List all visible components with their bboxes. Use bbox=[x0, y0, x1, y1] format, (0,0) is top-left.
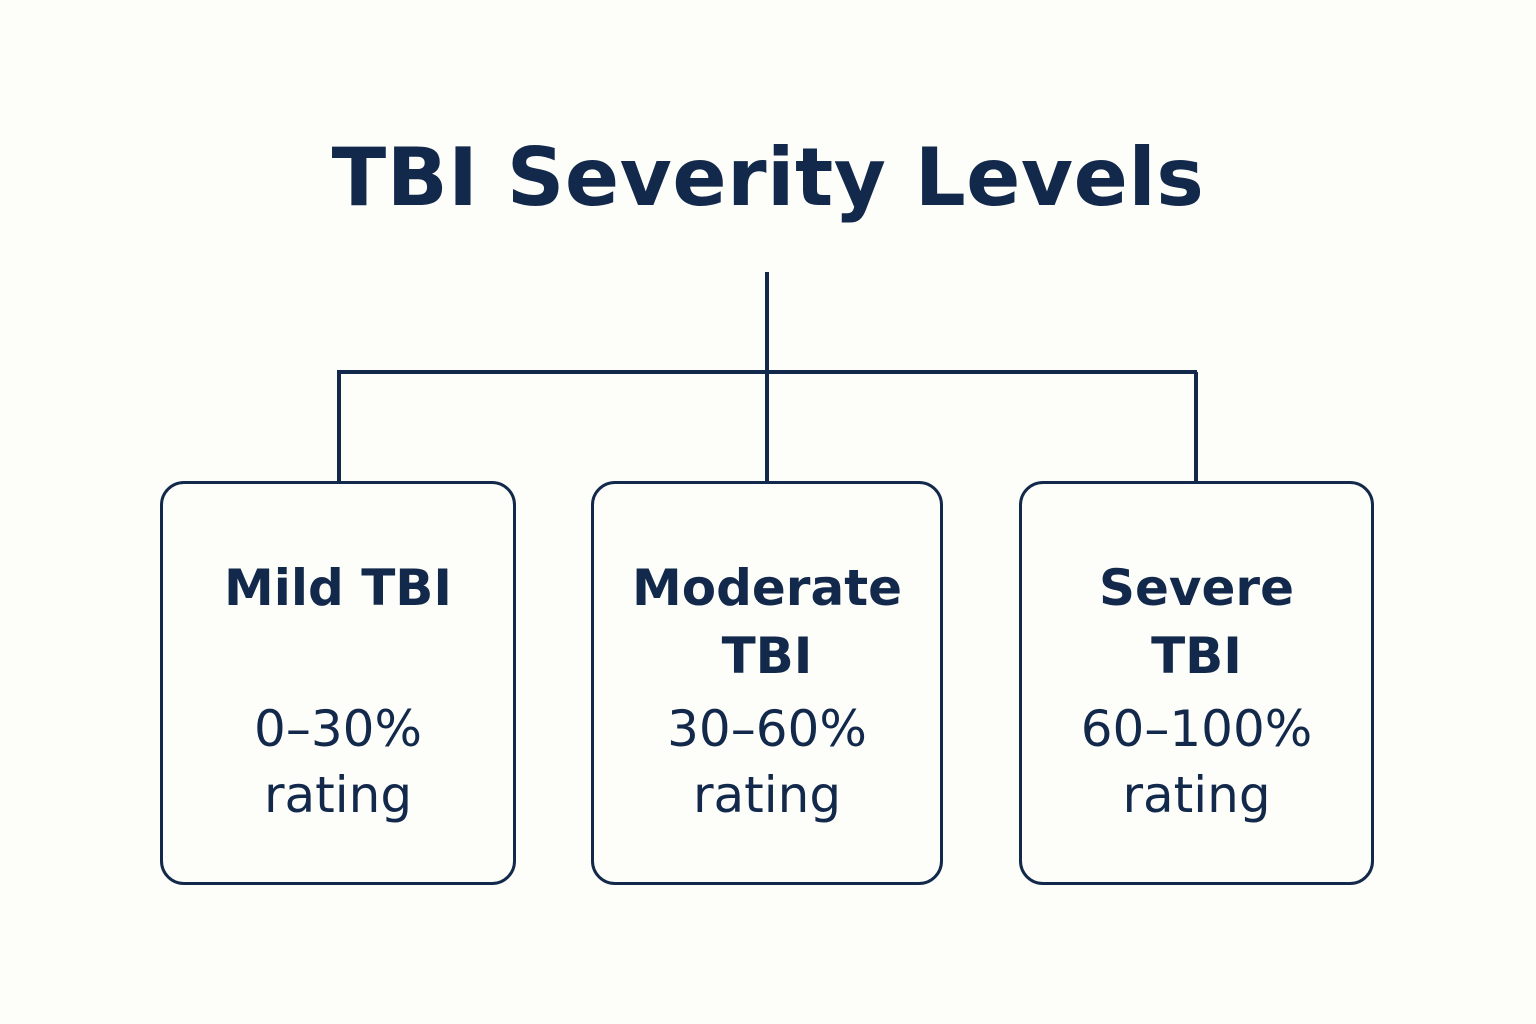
node-title-line: Moderate bbox=[631, 559, 903, 617]
node-description: 60–100% rating bbox=[1022, 696, 1371, 828]
node-title: Severe TBI bbox=[1022, 554, 1371, 690]
node-title-line: TBI bbox=[1151, 627, 1242, 685]
node-mild-tbi: Mild TBI 0–30% rating bbox=[160, 481, 516, 885]
node-description: 30–60% rating bbox=[594, 696, 940, 828]
node-rating-label: rating bbox=[1122, 766, 1271, 824]
node-rating-range: 30–60% bbox=[667, 700, 867, 758]
node-title: Moderate TBI bbox=[594, 554, 940, 690]
node-severe-tbi: Severe TBI 60–100% rating bbox=[1019, 481, 1374, 885]
node-title-line: Severe bbox=[1099, 559, 1294, 617]
node-rating-label: rating bbox=[692, 766, 842, 824]
node-title-line: TBI bbox=[721, 627, 813, 685]
node-rating-range: 0–30% bbox=[254, 700, 422, 758]
node-rating-label: rating bbox=[263, 766, 413, 824]
diagram-title: TBI Severity Levels bbox=[331, 131, 1205, 224]
node-rating-range: 60–100% bbox=[1080, 700, 1313, 758]
node-title-line: Mild TBI bbox=[223, 559, 453, 617]
node-description: 0–30% rating bbox=[163, 696, 513, 828]
node-moderate-tbi: Moderate TBI 30–60% rating bbox=[591, 481, 943, 885]
node-title: Mild TBI bbox=[163, 554, 513, 622]
